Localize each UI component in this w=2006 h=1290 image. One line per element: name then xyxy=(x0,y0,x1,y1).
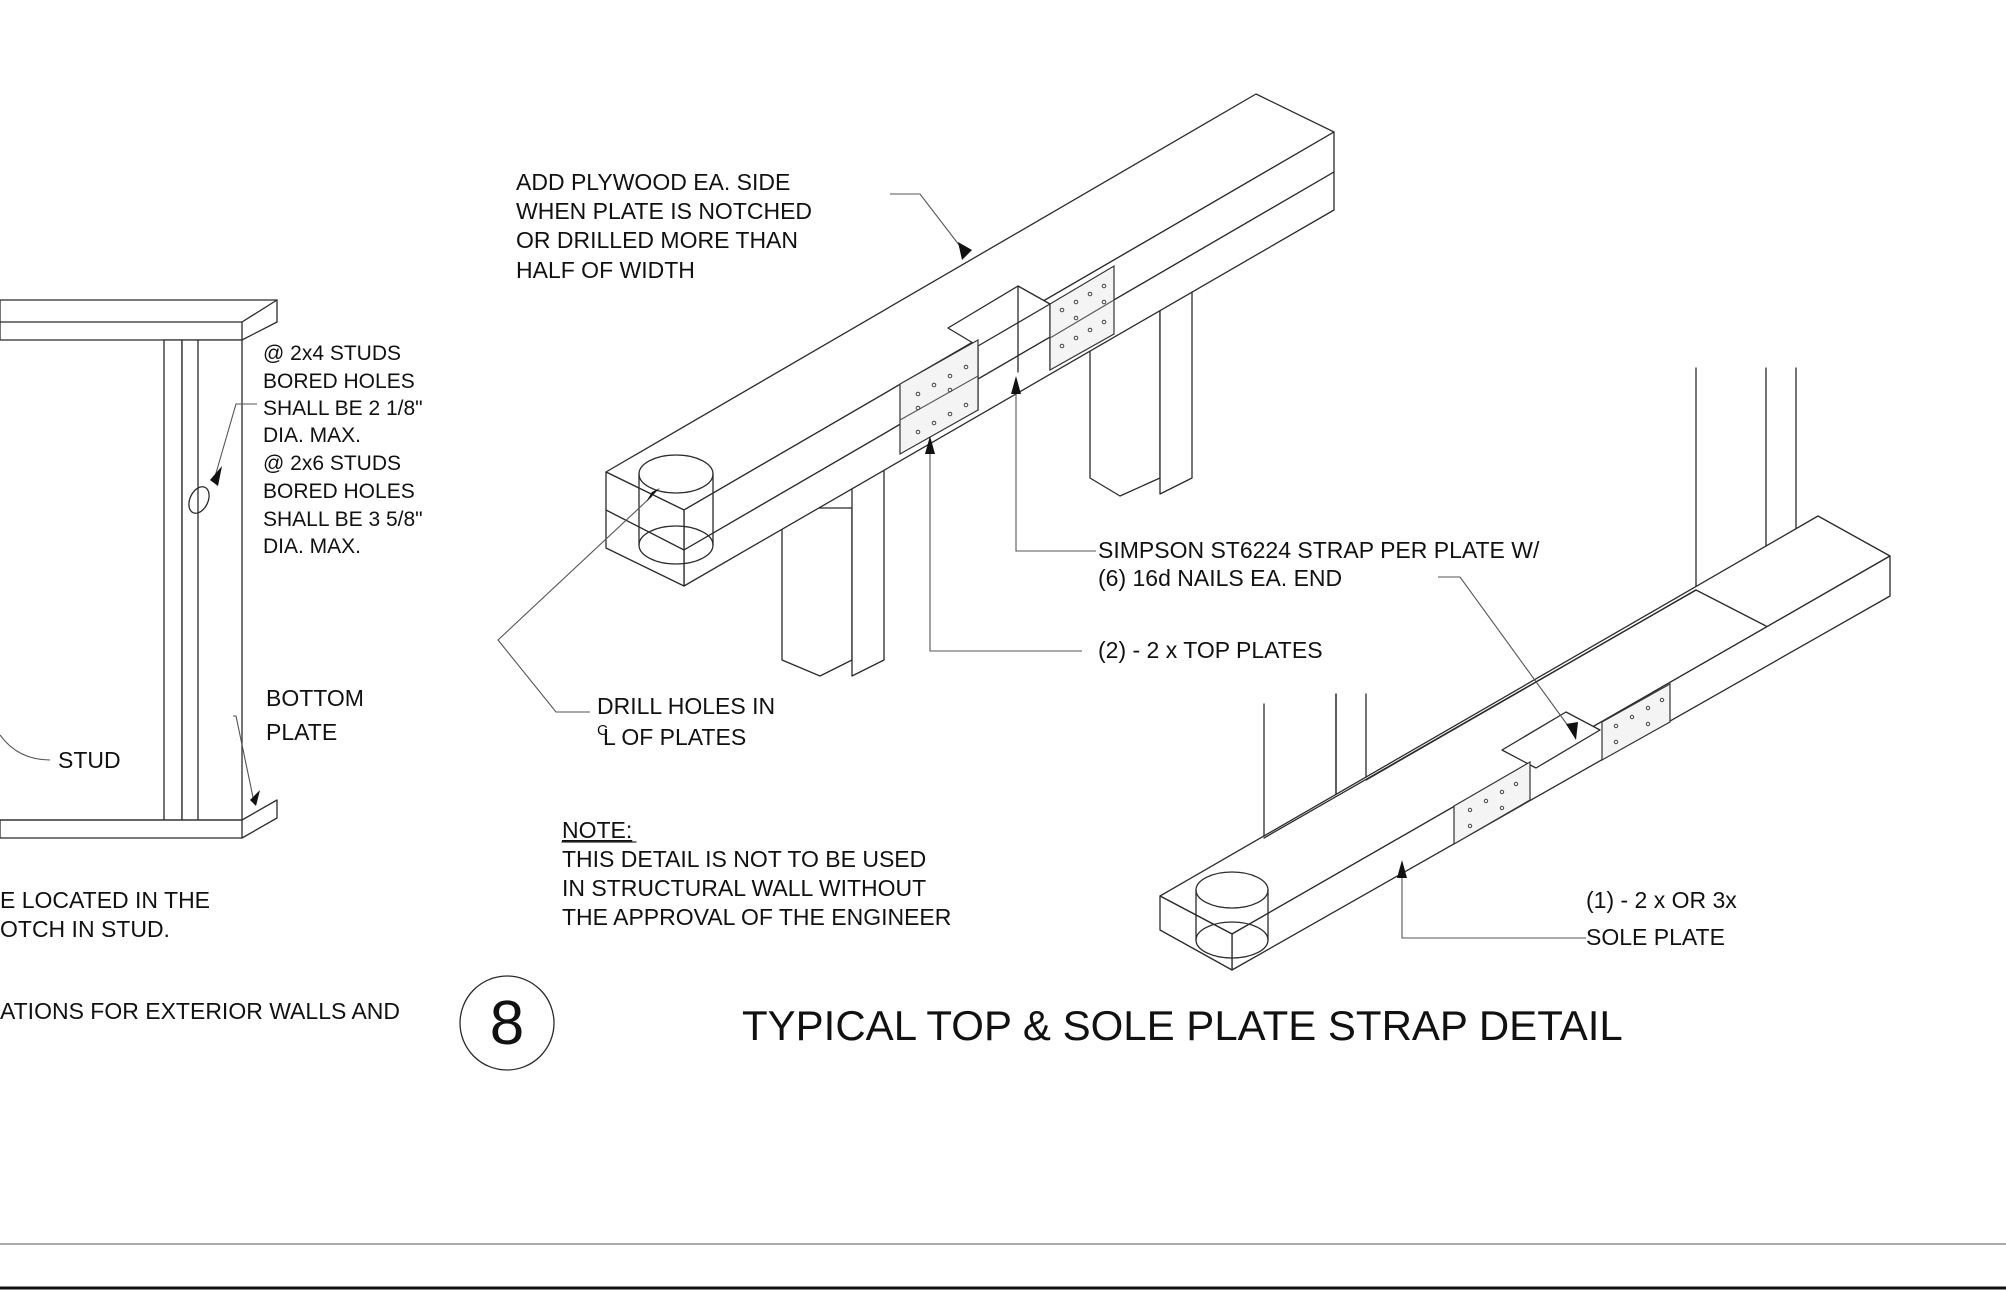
cut-note-line: E LOCATED IN THE xyxy=(0,887,210,913)
leaders xyxy=(497,193,1586,939)
stud-label: STUD xyxy=(58,747,121,773)
detail-title: TYPICAL TOP & SOLE PLATE STRAP DETAIL xyxy=(742,1002,1623,1049)
strap-note-line: SIMPSON ST6224 STRAP PER PLATE W/ xyxy=(1098,537,1540,563)
strap-left xyxy=(899,338,979,456)
centerline-mark: C xyxy=(597,722,608,739)
hole-note-line: BORED HOLES xyxy=(263,370,415,393)
engineer-note: NOTE: THIS DETAIL IS NOT TO BE USED IN S… xyxy=(561,817,951,930)
sole-plate-line: (1) - 2 x OR 3x xyxy=(1586,887,1737,913)
plywood-note-line: ADD PLYWOOD EA. SIDE xyxy=(516,169,790,195)
note-body-line: IN STRUCTURAL WALL WITHOUT xyxy=(562,875,926,901)
stud-wall-detail xyxy=(0,299,278,839)
note-body-line: THE APPROVAL OF THE ENGINEER xyxy=(562,904,951,930)
bottom-plate-label: BOTTOM xyxy=(266,685,364,711)
hole-note-line: SHALL BE 2 1/8" xyxy=(263,397,423,420)
top-plate-assembly xyxy=(605,93,1335,677)
plywood-note-line: OR DRILLED MORE THAN xyxy=(516,227,798,253)
detail-number: 8 xyxy=(490,989,524,1058)
cut-note-line: OTCH IN STUD. xyxy=(0,916,170,942)
plywood-note: ADD PLYWOOD EA. SIDE WHEN PLATE IS NOTCH… xyxy=(516,169,812,283)
plywood-note-line: WHEN PLATE IS NOTCHED xyxy=(516,198,812,224)
bored-hole xyxy=(188,486,210,514)
sole-strap-right xyxy=(1601,682,1671,762)
sole-strap-nails xyxy=(1467,697,1665,829)
hole-note-line: BORED HOLES xyxy=(263,480,415,503)
sole-plate-assembly xyxy=(1159,367,1891,971)
drill-note: DRILL HOLES IN L OF PLATES C xyxy=(597,693,775,750)
plywood-note-line: HALF OF WIDTH xyxy=(516,257,695,283)
hole-note-line: SHALL BE 3 5/8" xyxy=(263,508,423,531)
drill-note-line: L OF PLATES xyxy=(603,724,746,750)
note-body-line: THIS DETAIL IS NOT TO BE USED xyxy=(562,846,926,872)
strap-note: SIMPSON ST6224 STRAP PER PLATE W/ (6) 16… xyxy=(1098,537,1540,591)
drill-note-line: DRILL HOLES IN xyxy=(597,693,775,719)
sole-plate-line: SOLE PLATE xyxy=(1586,924,1725,950)
detail-marker: 8 xyxy=(459,975,555,1071)
strap-nails xyxy=(915,283,1107,435)
sole-plate-note: (1) - 2 x OR 3x SOLE PLATE xyxy=(1586,887,1737,950)
strap-note-line: (6) 16d NAILS EA. END xyxy=(1098,565,1342,591)
cut-detail-title: ATIONS FOR EXTERIOR WALLS AND xyxy=(0,998,400,1024)
sole-strap-left xyxy=(1453,760,1531,846)
hole-note-line: @ 2x4 STUDS xyxy=(263,342,401,365)
strap-right xyxy=(1049,264,1115,372)
hole-note-line: DIA. MAX. xyxy=(263,424,361,447)
top-plates-label: (2) - 2 x TOP PLATES xyxy=(1098,637,1323,663)
stud-hole-note: @ 2x4 STUDS BORED HOLES SHALL BE 2 1/8" … xyxy=(263,342,423,558)
hole-note-line: @ 2x6 STUDS xyxy=(263,452,401,475)
bottom-plate-label: PLATE xyxy=(266,719,337,745)
hole-note-line: DIA. MAX. xyxy=(263,535,361,558)
note-heading: NOTE: xyxy=(562,817,632,843)
